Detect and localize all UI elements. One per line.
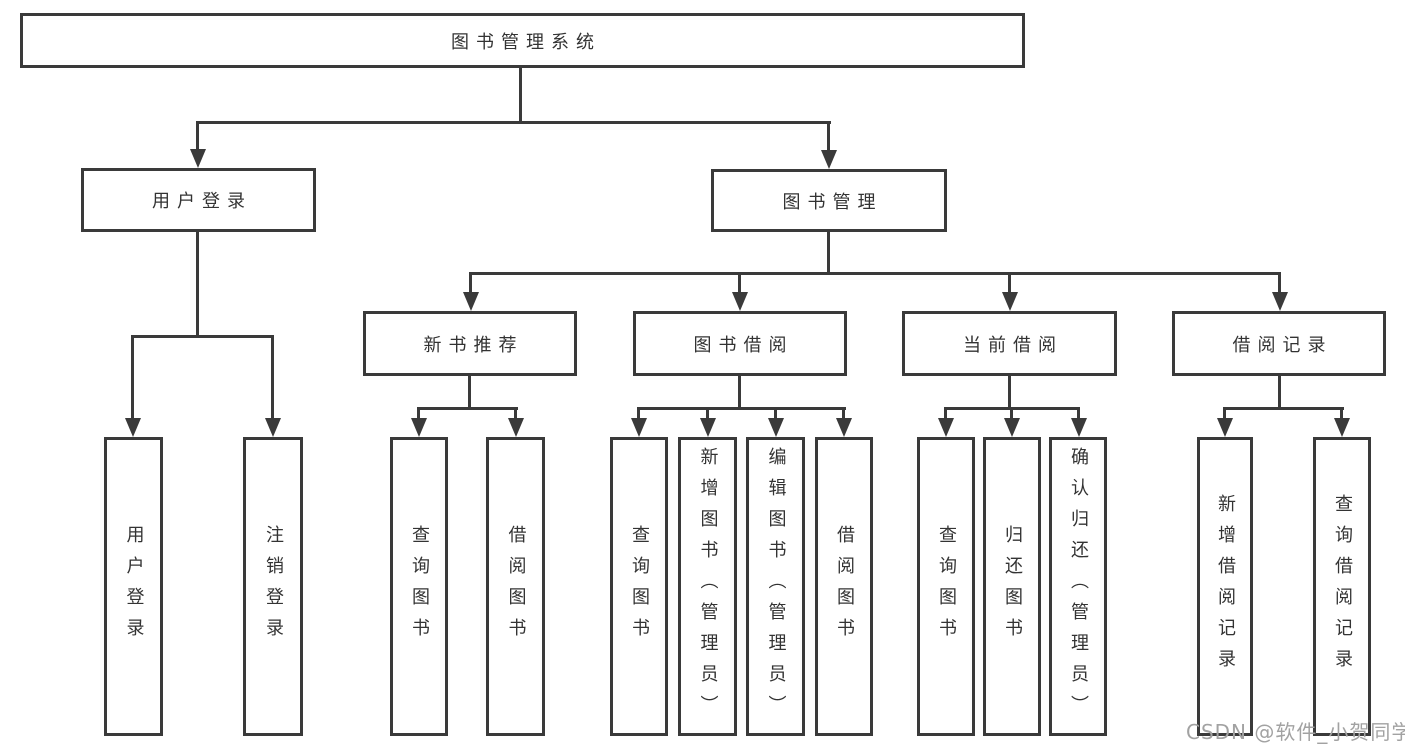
connector-line — [514, 407, 517, 420]
node-label: 借阅图书 — [834, 524, 855, 649]
arrowhead-icon — [732, 292, 748, 311]
connector-line — [1223, 407, 1344, 410]
node-label: 用户登录 — [123, 524, 145, 649]
connector-line — [774, 407, 777, 420]
connector-line — [706, 407, 709, 420]
node-logout: 注销登录 — [243, 437, 303, 736]
connector-line — [469, 272, 1281, 275]
arrowhead-icon — [700, 418, 716, 437]
arrowhead-icon — [508, 418, 524, 437]
connector-line — [1077, 407, 1080, 420]
node-query-books-1: 查询图书 — [390, 437, 448, 736]
node-add-books-admin: 新增图书（管理员） — [678, 437, 737, 736]
node-label: 确认归还（管理员） — [1068, 447, 1089, 726]
node-root: 图书管理系统 — [20, 13, 1025, 68]
arrowhead-icon — [1272, 292, 1288, 311]
node-label: 注销登录 — [263, 524, 284, 649]
node-label: 查询借阅记录 — [1332, 493, 1353, 680]
node-label: 归还图书 — [1002, 524, 1023, 649]
node-user-login: 用户登录 — [81, 168, 316, 232]
node-book-management: 图书管理 — [711, 169, 947, 232]
connector-line — [1278, 272, 1281, 294]
connector-line — [417, 407, 420, 420]
arrowhead-icon — [463, 292, 479, 311]
connector-line — [637, 407, 640, 420]
csdn-watermark: CSDN @软件_小贺同学 — [1186, 720, 1405, 744]
connector-line — [1008, 272, 1011, 294]
node-borrowing-records: 借阅记录 — [1172, 311, 1386, 376]
node-label: 查询图书 — [936, 524, 957, 649]
connector-line — [738, 272, 741, 294]
connector-line — [1278, 376, 1281, 409]
connector-line — [131, 335, 274, 338]
arrowhead-icon — [1334, 418, 1350, 437]
connector-line — [468, 376, 471, 409]
arrowhead-icon — [1071, 418, 1087, 437]
connector-line — [469, 272, 472, 294]
connector-line — [271, 335, 274, 418]
node-new-book-recommend: 新书推荐 — [363, 311, 577, 376]
connector-line — [196, 232, 199, 337]
connector-line — [842, 407, 845, 420]
arrowhead-icon — [1004, 418, 1020, 437]
node-query-books-3: 查询图书 — [917, 437, 975, 736]
node-query-borrow-record: 查询借阅记录 — [1313, 437, 1371, 736]
arrowhead-icon — [1217, 418, 1233, 437]
arrowhead-icon — [1002, 292, 1018, 311]
arrowhead-icon — [938, 418, 954, 437]
node-book-borrowing: 图书借阅 — [633, 311, 847, 376]
connector-line — [944, 407, 947, 420]
connector-line — [519, 68, 522, 122]
connector-line — [196, 121, 199, 150]
connector-line — [827, 232, 830, 274]
connector-line — [197, 121, 831, 124]
node-label: 查询图书 — [629, 524, 650, 649]
node-label: 编辑图书（管理员） — [765, 447, 787, 726]
node-current-borrowing: 当前借阅 — [902, 311, 1117, 376]
arrowhead-icon — [821, 150, 837, 169]
node-edit-books-admin: 编辑图书（管理员） — [746, 437, 805, 736]
connector-line — [827, 121, 830, 151]
connector-line — [1010, 407, 1013, 420]
node-label: 新增图书（管理员） — [697, 447, 719, 726]
node-query-books-2: 查询图书 — [610, 437, 668, 736]
arrowhead-icon — [836, 418, 852, 437]
arrowhead-icon — [265, 418, 281, 437]
node-user-login-action: 用户登录 — [104, 437, 163, 736]
connector-line — [1008, 376, 1011, 409]
node-return-books: 归还图书 — [983, 437, 1041, 736]
connector-line — [1340, 407, 1343, 420]
node-label: 查询图书 — [409, 524, 430, 649]
arrowhead-icon — [125, 418, 141, 437]
node-label: 借阅图书 — [505, 524, 527, 649]
node-borrow-books-1: 借阅图书 — [486, 437, 545, 736]
connector-line — [738, 376, 741, 409]
connector-line — [131, 335, 134, 418]
arrowhead-icon — [411, 418, 427, 437]
arrowhead-icon — [768, 418, 784, 437]
arrowhead-icon — [190, 149, 206, 168]
connector-line — [417, 407, 518, 410]
arrowhead-icon — [631, 418, 647, 437]
connector-line — [1223, 407, 1226, 420]
node-label: 新增借阅记录 — [1215, 493, 1236, 680]
node-add-borrow-record: 新增借阅记录 — [1197, 437, 1253, 736]
connector-line — [637, 407, 846, 410]
node-confirm-return-admin: 确认归还（管理员） — [1049, 437, 1107, 736]
node-borrow-books-2: 借阅图书 — [815, 437, 873, 736]
